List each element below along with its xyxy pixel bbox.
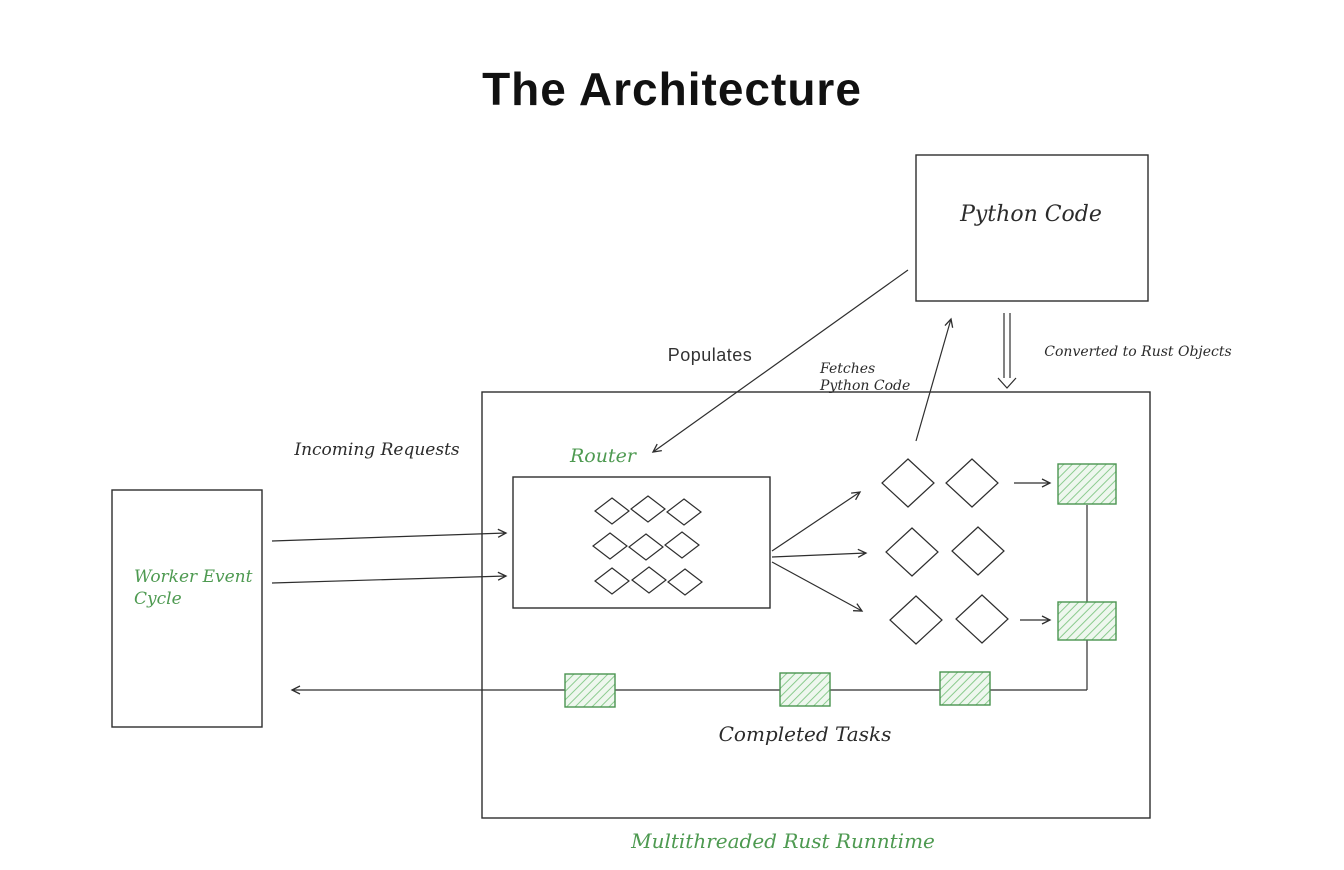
fetches-python-code-edge: Fetches Python Code — [819, 317, 954, 442]
worker-thread-diamonds — [881, 458, 1009, 645]
router-label: Router — [569, 445, 638, 467]
page-title: The Architecture — [482, 63, 862, 115]
task-buffer-return-1 — [939, 671, 991, 706]
fetches-label-line1: Fetches — [819, 361, 875, 377]
task-buffer-return-2 — [779, 672, 831, 707]
task-buffer-top-right — [1057, 463, 1117, 505]
populates-edge: Populates — [651, 269, 909, 453]
python-code-box — [915, 154, 1149, 302]
worker-event-cycle-node: Worker Event Cycle — [111, 489, 263, 728]
fetches-label-line2: Python Code — [819, 378, 910, 394]
worker-event-cycle-label-line2: Cycle — [134, 589, 182, 609]
python-code-node: Python Code — [915, 154, 1149, 302]
rust-runtime-label: Multithreaded Rust Runntime — [630, 829, 935, 853]
task-buffer-bottom-right — [1057, 601, 1117, 641]
router-queue-diamonds — [592, 495, 703, 596]
populates-label: Populates — [668, 345, 753, 365]
router-fanout-edges — [771, 491, 868, 612]
worker-event-cycle-box — [111, 489, 263, 728]
incoming-requests-edge: Incoming Requests — [271, 440, 508, 584]
task-buffer-return-3 — [564, 673, 616, 708]
worker-event-cycle-label-line1: Worker Event — [134, 567, 253, 587]
router-node: Router — [512, 445, 771, 609]
completed-tasks-label: Completed Tasks — [719, 722, 892, 746]
converted-label: Converted to Rust Objects — [1044, 344, 1231, 360]
converted-to-rust-edge: Converted to Rust Objects — [997, 313, 1232, 389]
pair-to-buffer-edges — [1014, 478, 1052, 625]
incoming-requests-label: Incoming Requests — [293, 440, 460, 460]
python-code-label: Python Code — [959, 202, 1102, 227]
task-buffers — [564, 463, 1117, 708]
